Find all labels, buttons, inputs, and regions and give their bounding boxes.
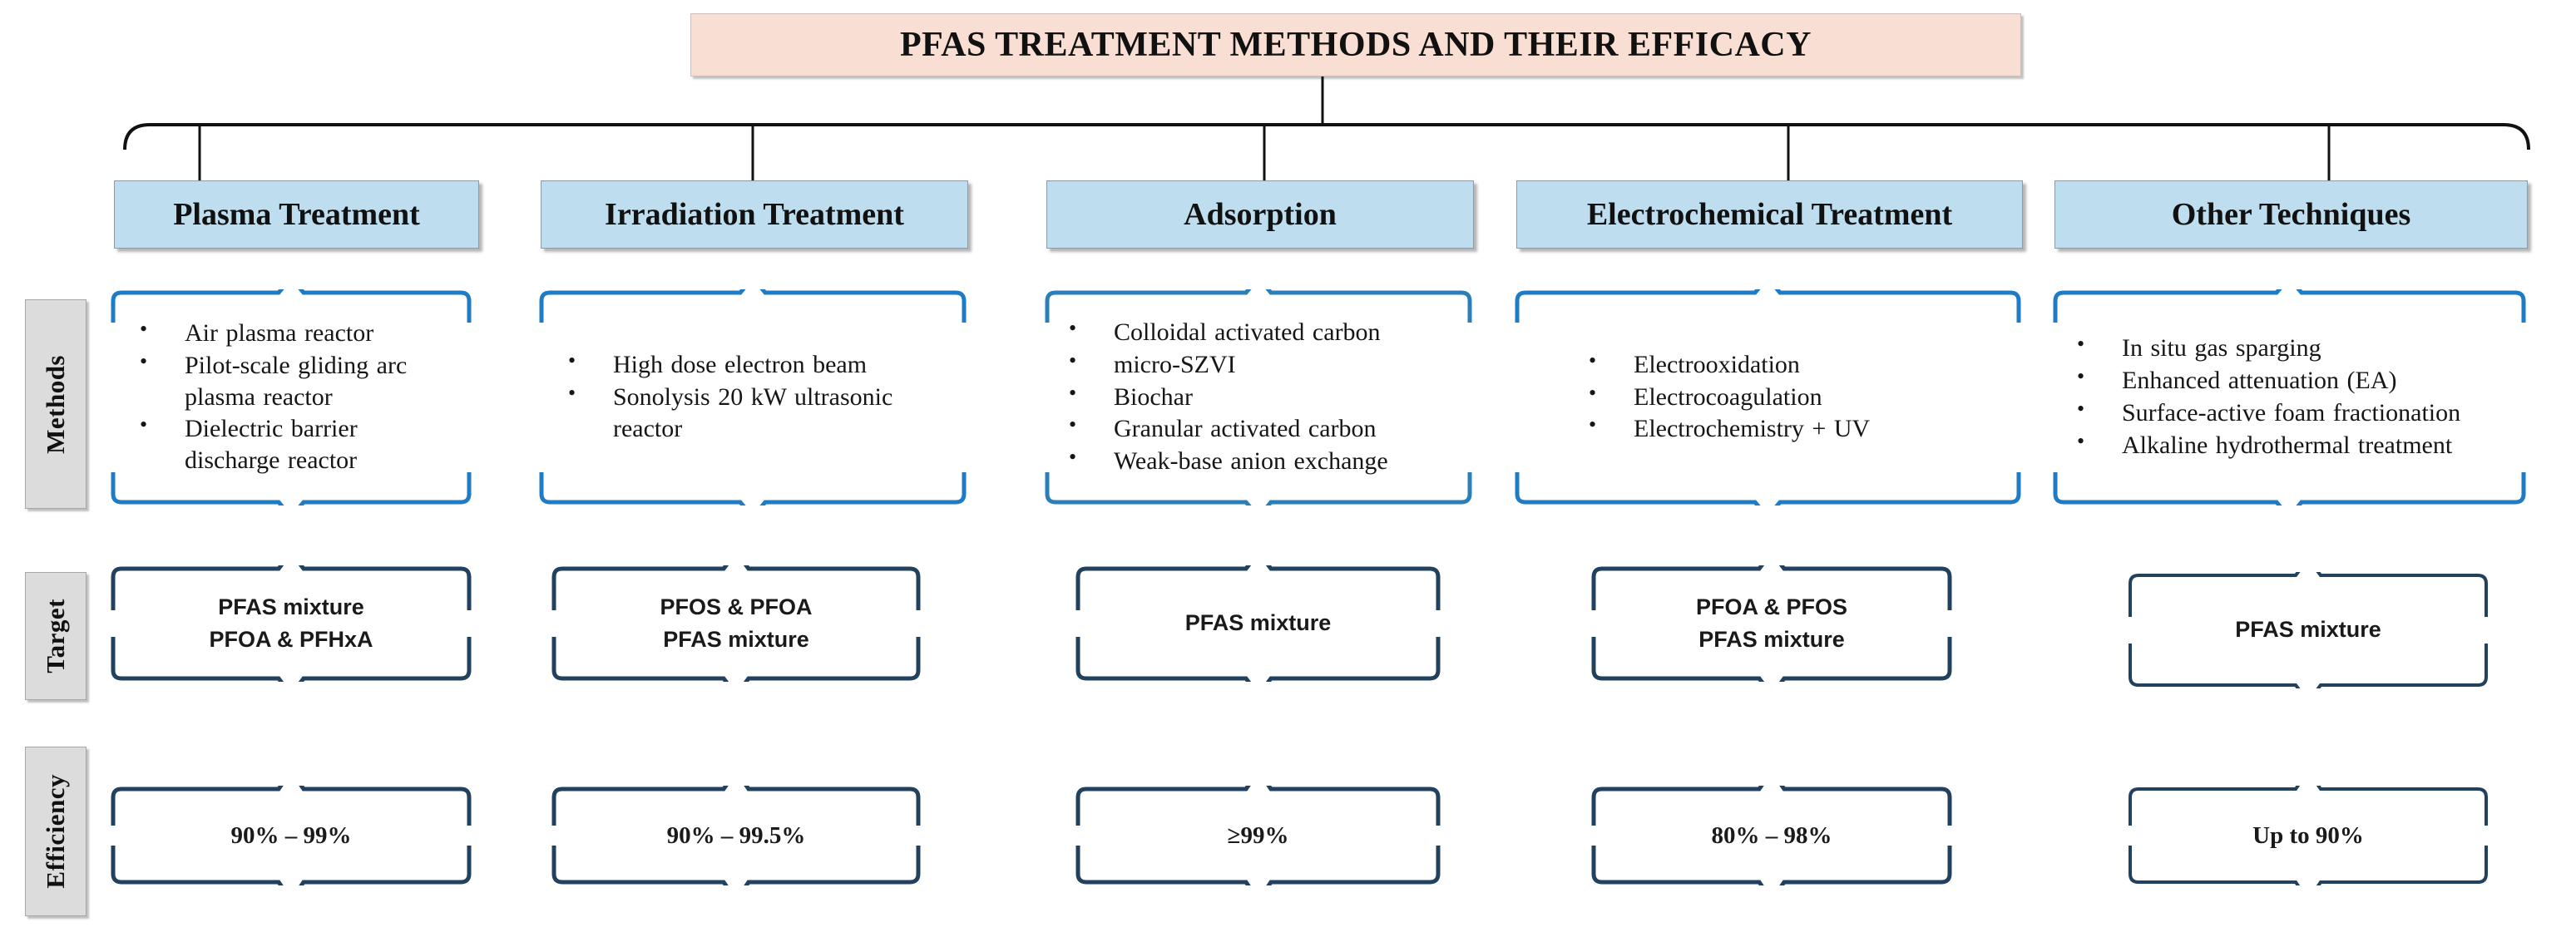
- row-label-efficiency: Efficiency: [25, 747, 87, 916]
- target-cell-adsorption: PFAS mixture: [1073, 565, 1443, 682]
- target-cell-other-techniques: PFAS mixture: [2125, 572, 2491, 688]
- column-header-label: Adsorption: [1184, 197, 1337, 232]
- column-header-adsorption[interactable]: Adsorption: [1046, 180, 1474, 249]
- list-item: High dose electron beam: [565, 348, 954, 381]
- efficiency-cell-other-techniques: Up to 90%: [2125, 786, 2491, 885]
- diagram-title-box: PFAS TREATMENT METHODS AND THEIR EFFICAC…: [690, 13, 2021, 76]
- methods-list: Air plasma reactor Pilot-scale gliding a…: [108, 316, 474, 477]
- methods-list: In situ gas sparging Enhanced attenuatio…: [2050, 331, 2529, 461]
- target-cell-irradiation-treatment: PFOS & PFOA PFAS mixture: [549, 565, 923, 682]
- list-item: Air plasma reactor: [136, 316, 459, 349]
- target-line: PFAS mixture: [218, 594, 364, 619]
- efficiency-value: ≥99%: [1227, 821, 1289, 849]
- efficiency-value: 80% – 98%: [1711, 821, 1832, 849]
- methods-list: High dose electron beam Sonolysis 20 kW …: [536, 348, 969, 445]
- methods-list: Colloidal activated carbon micro-SZVI Bi…: [1042, 315, 1475, 478]
- column-header-label: Other Techniques: [2171, 197, 2411, 232]
- list-item: Electrochemistry + UV: [1585, 412, 2009, 445]
- list-item: Enhanced attenuation (EA): [2074, 363, 2514, 397]
- column-header-irradiation-treatment[interactable]: Irradiation Treatment: [541, 180, 968, 249]
- list-item: Granular activated carbon: [1066, 412, 1460, 445]
- target-line: PFOA & PFOS: [1695, 594, 1847, 619]
- column-header-other-techniques[interactable]: Other Techniques: [2054, 180, 2528, 249]
- list-item: Dielectric barrier discharge reactor: [136, 412, 459, 476]
- efficiency-cell-adsorption: ≥99%: [1073, 786, 1443, 885]
- efficiency-value: 90% – 99.5%: [666, 821, 806, 849]
- efficiency-value: 90% – 99%: [230, 821, 352, 849]
- list-item: Weak-base anion exchange: [1066, 444, 1460, 477]
- methods-cell-other-techniques: In situ gas sparging Enhanced attenuatio…: [2050, 289, 2529, 505]
- row-label-text: Efficiency: [41, 774, 70, 889]
- column-header-label: Plasma Treatment: [173, 197, 420, 232]
- list-item: Biochar: [1066, 380, 1460, 413]
- efficiency-value: Up to 90%: [2252, 821, 2364, 849]
- row-label-text: Methods: [41, 354, 70, 454]
- methods-cell-adsorption: Colloidal activated carbon micro-SZVI Bi…: [1042, 289, 1475, 505]
- row-label-text: Target: [41, 599, 70, 673]
- list-item: Sonolysis 20 kW ultrasonic reactor: [565, 380, 954, 445]
- target-line: PFAS mixture: [663, 627, 809, 652]
- methods-cell-electrochemical-treatment: Electrooxidation Electrocoagulation Elec…: [1512, 289, 2024, 505]
- methods-cell-plasma-treatment: Air plasma reactor Pilot-scale gliding a…: [108, 289, 474, 505]
- target-line: PFAS mixture: [2235, 617, 2381, 643]
- list-item: Surface-active foam fractionation: [2074, 396, 2514, 429]
- list-item: Electrocoagulation: [1585, 380, 2009, 413]
- column-header-label: Electrochemical Treatment: [1586, 197, 1953, 232]
- target-cell-plasma-treatment: PFAS mixture PFOA & PFHxA: [108, 565, 474, 682]
- list-item: Alkaline hydrothermal treatment: [2074, 428, 2514, 461]
- row-label-methods: Methods: [25, 299, 87, 509]
- efficiency-cell-plasma-treatment: 90% – 99%: [108, 786, 474, 885]
- list-item: In situ gas sparging: [2074, 331, 2514, 364]
- target-line: PFAS mixture: [1698, 627, 1845, 652]
- target-line: PFOS & PFOA: [660, 594, 813, 619]
- methods-cell-irradiation-treatment: High dose electron beam Sonolysis 20 kW …: [536, 289, 969, 505]
- efficiency-cell-irradiation-treatment: 90% – 99.5%: [549, 786, 923, 885]
- target-line: PFOA & PFHxA: [209, 627, 373, 652]
- target-line: PFAS mixture: [1184, 610, 1332, 636]
- efficiency-cell-electrochemical-treatment: 80% – 98%: [1589, 786, 1955, 885]
- page-title: PFAS TREATMENT METHODS AND THEIR EFFICAC…: [900, 26, 1812, 64]
- column-header-label: Irradiation Treatment: [605, 197, 904, 232]
- list-item: Electrooxidation: [1585, 348, 2009, 381]
- connector-bus: [123, 123, 2530, 150]
- column-header-plasma-treatment[interactable]: Plasma Treatment: [114, 180, 479, 249]
- methods-list: Electrooxidation Electrocoagulation Elec…: [1512, 348, 2024, 446]
- list-item: Colloidal activated carbon: [1066, 315, 1460, 348]
- target-cell-electrochemical-treatment: PFOA & PFOS PFAS mixture: [1589, 565, 1955, 682]
- column-header-electrochemical-treatment[interactable]: Electrochemical Treatment: [1516, 180, 2023, 249]
- list-item: Pilot-scale gliding arc plasma reactor: [136, 348, 459, 413]
- list-item: micro-SZVI: [1066, 348, 1460, 381]
- row-label-target: Target: [25, 572, 87, 700]
